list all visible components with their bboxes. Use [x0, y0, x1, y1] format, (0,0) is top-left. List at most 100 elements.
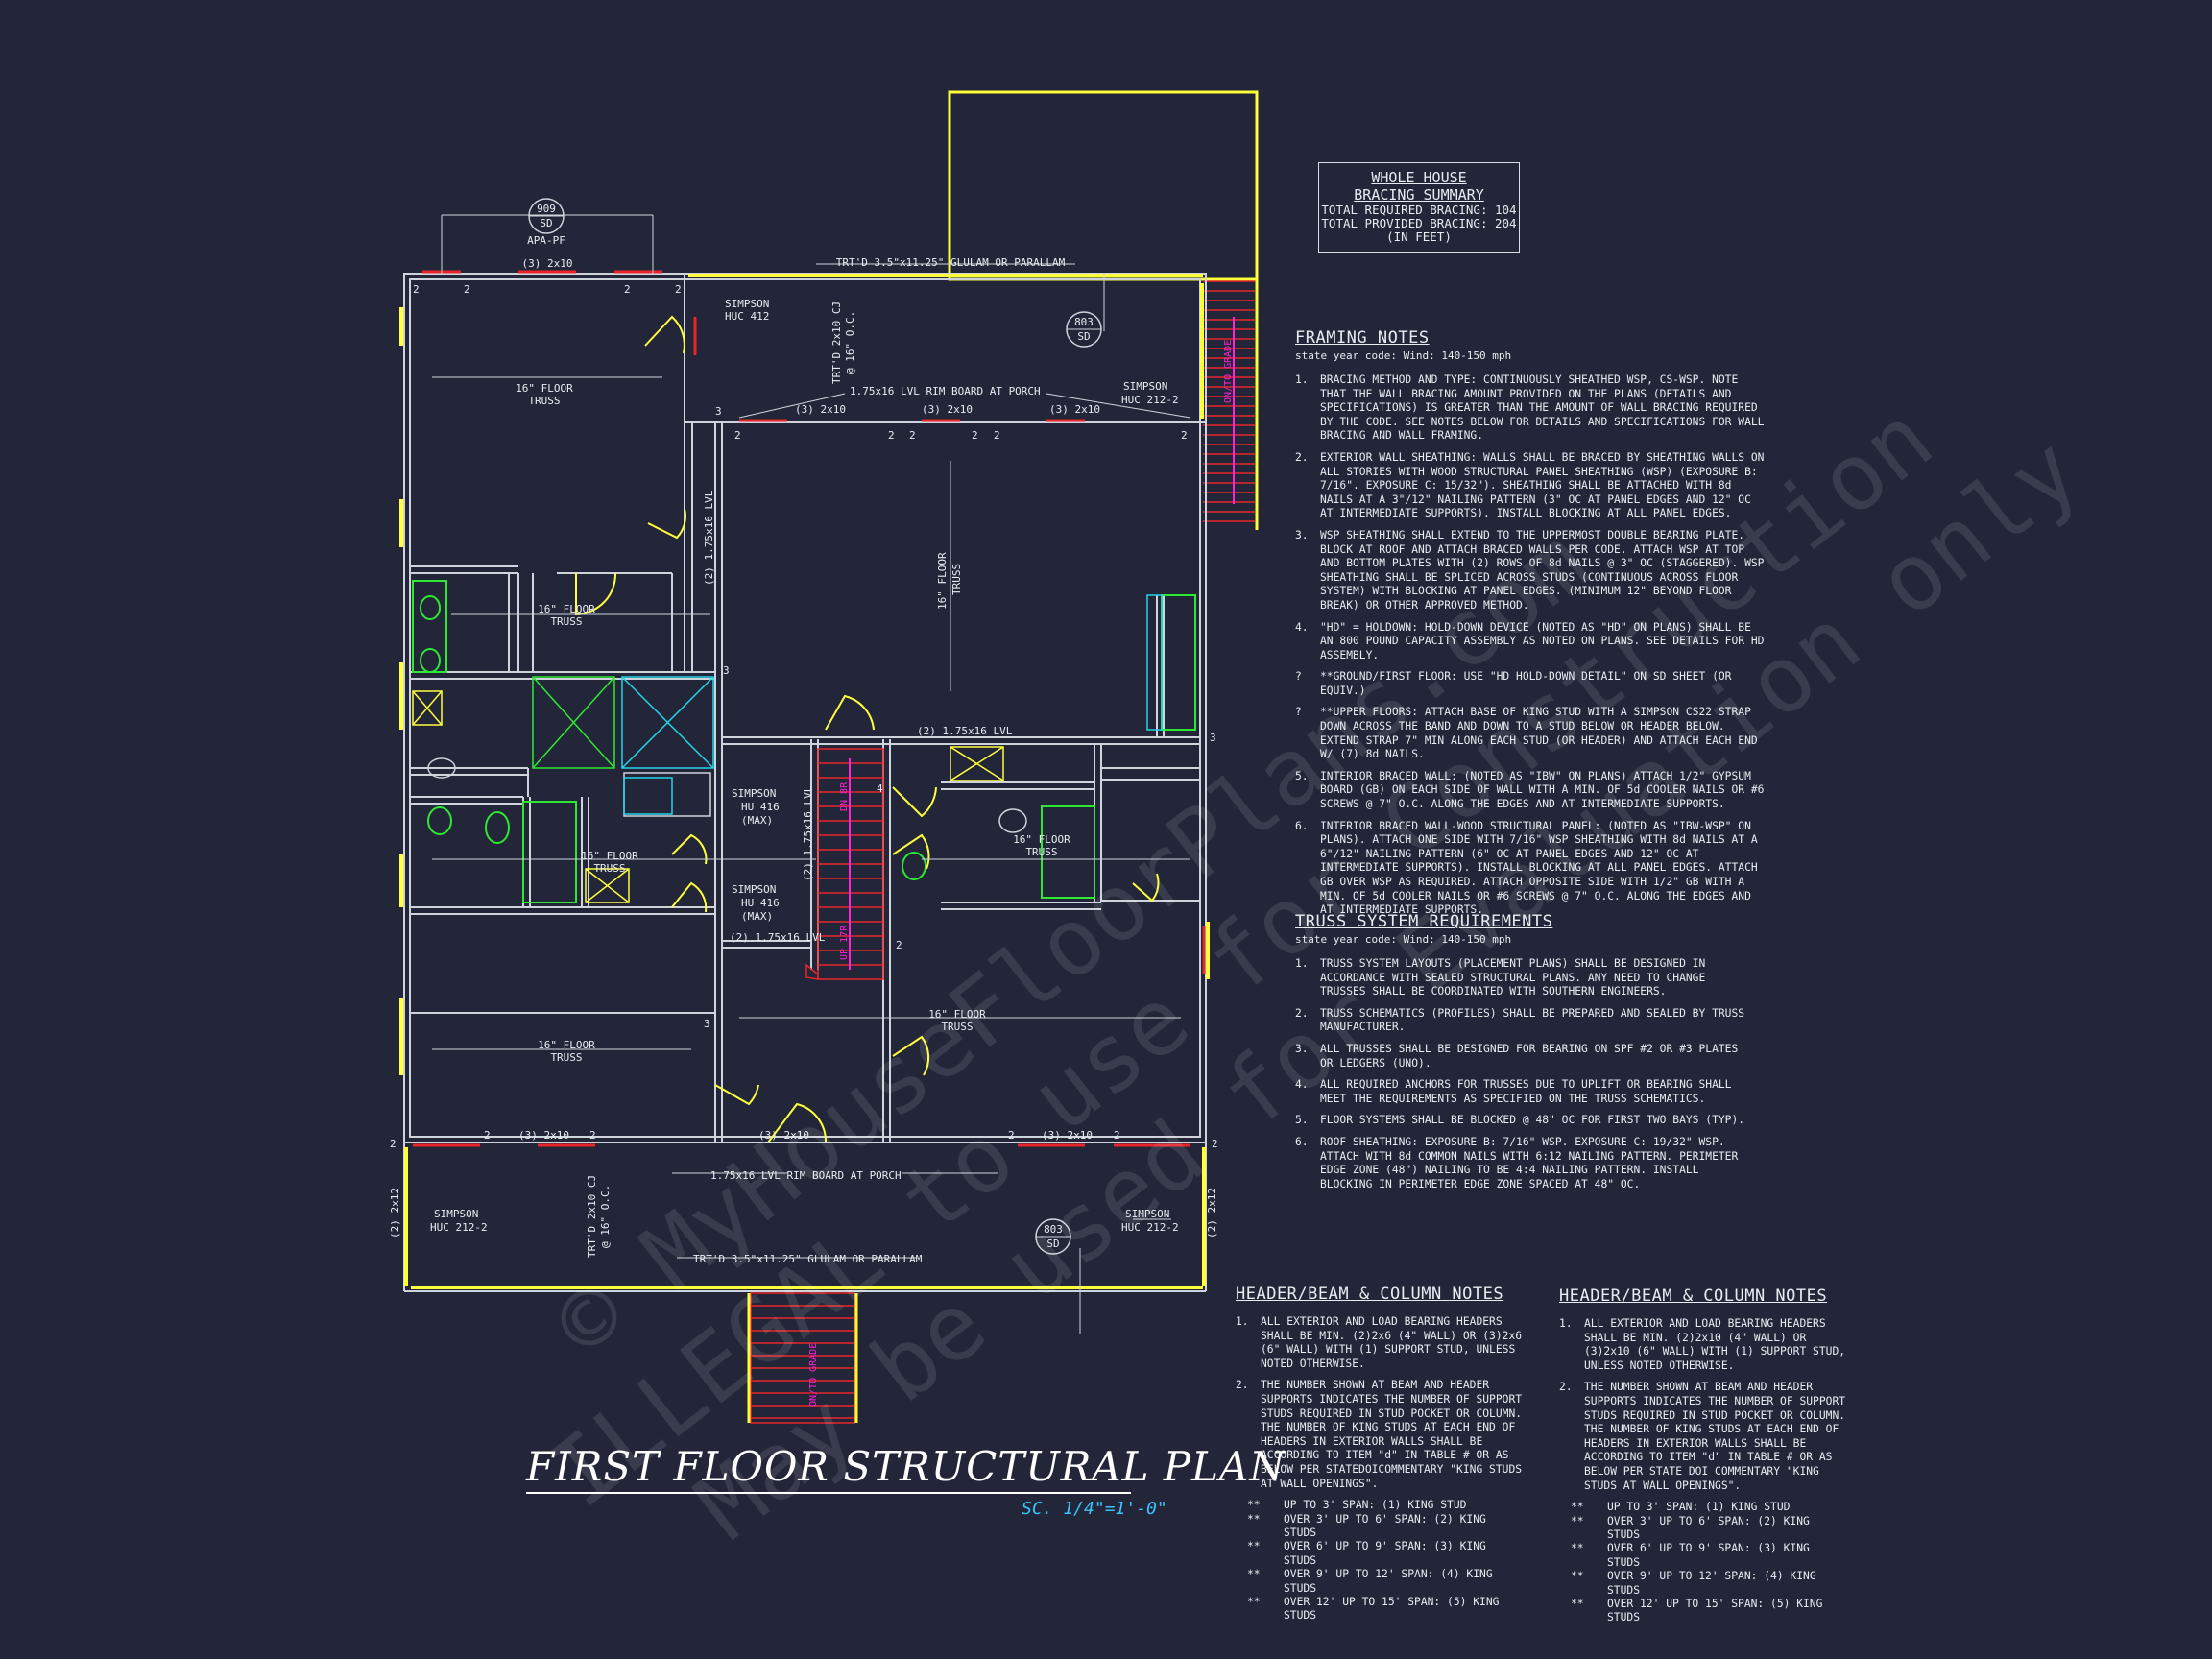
truss-note-item-text: ALL REQUIRED ANCHORS FOR TRUSSES DUE TO … [1320, 1078, 1732, 1105]
header-b-bullet-item-text: OVER 9' UP TO 12' SPAN: (4) KING STUDS [1607, 1570, 1816, 1597]
simpson-huc2122-bl-a: SIMPSON [434, 1208, 478, 1220]
ply-2x12-right: (2) 2x12 [1206, 1188, 1218, 1238]
closet-shelving [532, 676, 615, 769]
truss-e-1: 16" FLOOR [1013, 833, 1070, 846]
truss-note-item-number: 5. [1295, 1114, 1309, 1127]
header-a-bullet-item-number: ** [1247, 1595, 1261, 1608]
framing-note-item: 5. INTERIOR BRACED WALL: (NOTED AS "IBW" … [1295, 770, 1767, 812]
framing-note-item-number: 2. [1295, 450, 1309, 464]
doors [575, 315, 1160, 1143]
interior-walls [410, 422, 1200, 1142]
truss-note-item: 2.TRUSS SCHEMATICS (PROFILES) SHALL BE P… [1295, 1007, 1756, 1035]
stud-count: 2 [909, 429, 916, 442]
truss-note-item: 3.ALL TRUSSES SHALL BE DESIGNED FOR BEAR… [1295, 1043, 1756, 1070]
truss-g-1: 16" FLOOR [928, 1008, 986, 1021]
closet-cyan [621, 594, 1163, 815]
stud-count: 2 [1181, 429, 1188, 442]
framing-notes-title: FRAMING NOTES [1295, 328, 1430, 348]
simpson-hu416-a2: HU 416 [741, 801, 780, 813]
hatched-posts [412, 690, 1004, 903]
framing-note-item-number: 5. [1295, 769, 1309, 782]
trtd-cj-top-b: @ 16" O.C. [844, 311, 856, 374]
header-2x10-a: (3) 2x10 [522, 257, 573, 270]
header-a-bullet-item-text: OVER 9' UP TO 12' SPAN: (4) KING STUDS [1284, 1568, 1493, 1595]
truss-note-item: 5.FLOOR SYSTEMS SHALL BE BLOCKED @ 48" O… [1295, 1114, 1756, 1128]
bath-fixtures-white [427, 757, 1027, 833]
lvl-vert-top: (2) 1.75x16 LVL [703, 490, 715, 586]
header-2x6-f: (3) 2x10 [758, 1129, 809, 1142]
framing-note-item-text: INTERIOR BRACED WALL: (NOTED AS "IBW" ON… [1320, 769, 1765, 811]
lvl-horiz-low: (2) 1.75x16 LVL [730, 931, 826, 944]
header-2x10-e: (3) 2x10 [518, 1129, 569, 1142]
truss-e-2: TRUSS [1025, 846, 1057, 858]
header-b-note-item: 2.THE NUMBER SHOWN AT BEAM AND HEADER SU… [1559, 1381, 1847, 1493]
header-a-bullet-item-text: UP TO 3' SPAN: (1) KING STUD [1284, 1499, 1467, 1512]
framing-note-item-text: BRACING METHOD AND TYPE: CONTINUOUSLY SH… [1320, 373, 1765, 443]
header-2x10-b: (3) 2x10 [795, 403, 846, 416]
header-a-bullet-item-number: ** [1247, 1568, 1261, 1581]
header-a-bullet-item-text: OVER 12' UP TO 15' SPAN: (5) KING STUDS [1284, 1595, 1500, 1623]
truss-note-item: 1.TRUSS SYSTEM LAYOUTS (PLACEMENT PLANS)… [1295, 957, 1756, 999]
header-notes-a-bullets: ** UP TO 3' SPAN: (1) KING STUD ** OVER 3' … [1247, 1499, 1524, 1623]
header-notes-b-title: HEADER/BEAM & COLUMN NOTES [1559, 1286, 1828, 1306]
header-b-note-item-text: ALL EXTERIOR AND LOAD BEARING HEADERS SH… [1584, 1317, 1846, 1372]
header-2x10-d: (3) 2x10 [1049, 403, 1100, 416]
header-a-bullet-item-number: ** [1247, 1499, 1261, 1512]
bubble-803-bottom-sheet: SD [1046, 1238, 1059, 1250]
header-b-bullet-item-number: ** [1571, 1501, 1584, 1514]
header-notes-a-title: HEADER/BEAM & COLUMN NOTES [1236, 1285, 1504, 1304]
simpson-huc2122-bl-b: HUC 212-2 [430, 1221, 488, 1234]
header-a-note-item-text: ALL EXTERIOR AND LOAD BEARING HEADERS SH… [1261, 1315, 1523, 1370]
on-grade-label-front: ON/TO GRADE [808, 1343, 819, 1407]
header-2x10-c: (3) 2x10 [922, 403, 973, 416]
truss-notes: TRUSS SYSTEM REQUIREMENTS state year cod… [1295, 912, 1756, 1199]
framing-note-item-text: INTERIOR BRACED WALL-WOOD STRUCTURAL PAN… [1320, 819, 1758, 917]
leader-lines [441, 214, 1191, 1334]
bracing-summary-box: WHOLE HOUSE BRACING SUMMARY TOTAL REQUIR… [1318, 162, 1520, 253]
stud-count: 2 [484, 1129, 491, 1142]
truss-note-item-text: TRUSS SCHEMATICS (PROFILES) SHALL BE PRE… [1320, 1006, 1745, 1034]
detail-bubble-803-bottom: 803 SD [1035, 1218, 1071, 1255]
stair-up-label: UP 17R [839, 925, 850, 960]
framing-note-item-number: 1. [1295, 373, 1309, 386]
header-a-bullet-item-text: OVER 3' UP TO 6' SPAN: (2) KING STUDS [1284, 1512, 1486, 1539]
header-a-bullet-item: ** OVER 9' UP TO 12' SPAN: (4) KING STUDS [1247, 1568, 1524, 1596]
header-a-note-item-text: THE NUMBER SHOWN AT BEAM AND HEADER SUPP… [1261, 1379, 1523, 1490]
simpson-huc2122-top-a: SIMPSON [1123, 380, 1167, 393]
framing-note-item: 1. BRACING METHOD AND TYPE: CONTINUOUSLY … [1295, 373, 1767, 444]
lvl-horiz-mid: (2) 1.75x16 LVL [917, 725, 1013, 737]
simpson-hu416-b1: SIMPSON [732, 883, 776, 896]
truss-note-item-number: 1. [1295, 957, 1309, 970]
framing-note-item-text: WSP SHEATHING SHALL EXTEND TO THE UPPERM… [1320, 528, 1765, 612]
bracing-provided: TOTAL PROVIDED BRACING: 204 [1321, 216, 1517, 230]
truss-note-item-text: ROOF SHEATHING: EXPOSURE B: 7/16" WSP. E… [1320, 1135, 1739, 1190]
truss-notes-title: TRUSS SYSTEM REQUIREMENTS [1295, 912, 1553, 931]
header-b-bullet-item: **UP TO 3' SPAN: (1) KING STUD [1571, 1501, 1847, 1514]
header-b-bullet-item-text: OVER 6' UP TO 9' SPAN: (3) KING STUDS [1607, 1542, 1810, 1569]
header-b-bullet-item-text: OVER 12' UP TO 15' SPAN: (5) KING STUDS [1607, 1597, 1823, 1624]
stud-count: 2 [994, 429, 1000, 442]
deck-stairs-right [1203, 280, 1255, 522]
bubble-909-sheet: SD [540, 217, 552, 229]
plan-labels: SIMPSON HUC 412 TRT'D 2x10 CJ @ 16" O.C.… [389, 298, 1218, 1265]
framing-note-item-number: 4. [1295, 620, 1309, 634]
header-b-note-item-text: THE NUMBER SHOWN AT BEAM AND HEADER SUPP… [1584, 1381, 1846, 1492]
truss-b-2: TRUSS [950, 564, 963, 595]
header-a-bullet-item-number: ** [1247, 1540, 1261, 1553]
plan-title: FIRST FLOOR STRUCTURAL PLAN [526, 1443, 1286, 1490]
stud-count: 3 [1210, 732, 1216, 744]
truss-c-2: TRUSS [550, 615, 582, 628]
bracing-panels [413, 270, 1206, 1147]
bracing-title-2: BRACING SUMMARY [1354, 186, 1484, 204]
truss-a-2: TRUSS [528, 395, 560, 407]
header-b-bullet-item: **OVER 9' UP TO 12' SPAN: (4) KING STUDS [1571, 1570, 1847, 1598]
header-a-note-item-number: 2. [1236, 1379, 1249, 1392]
beams [399, 274, 1210, 1289]
stud-count: 2 [1212, 1138, 1218, 1150]
simpson-huc2122-br-a: SIMPSON [1125, 1208, 1169, 1220]
header-a-bullet-item: **OVER 6' UP TO 9' SPAN: (3) KING STUDS [1247, 1540, 1524, 1568]
header-b-bullet-item: ** OVER 12' UP TO 15' SPAN: (5) KING STUD… [1571, 1598, 1847, 1625]
header-b-bullet-item-number: ** [1571, 1597, 1584, 1610]
rim-top-label: 1.75x16 LVL RIM BOARD AT PORCH [850, 385, 1041, 397]
framing-note-item: 6.INTERIOR BRACED WALL-WOOD STRUCTURAL P… [1295, 820, 1767, 918]
